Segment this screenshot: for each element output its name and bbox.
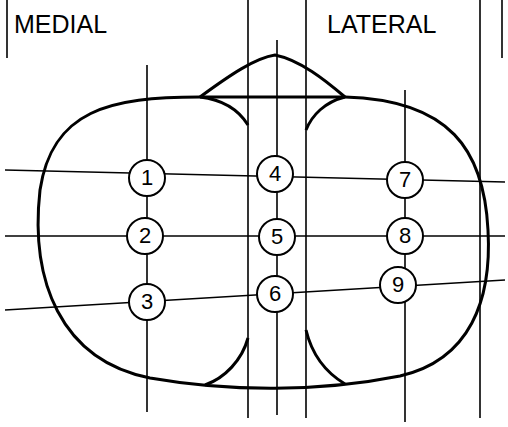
callout-number: 2 — [139, 225, 151, 247]
callout-number: 1 — [141, 167, 153, 189]
callout-circle: 9 — [379, 266, 417, 304]
side-label: MEDIAL — [12, 12, 109, 37]
callout-number: 3 — [141, 291, 153, 313]
callout-number: 5 — [271, 226, 283, 248]
callout-circle: 1 — [128, 159, 166, 197]
callout-circle: 3 — [128, 283, 166, 321]
callout-circle: 8 — [386, 217, 424, 255]
callout-number: 7 — [399, 169, 411, 191]
callout-circle: 4 — [256, 155, 294, 193]
callout-number: 8 — [399, 225, 411, 247]
callout-number: 4 — [269, 163, 281, 185]
callout-circle: 5 — [258, 218, 296, 256]
callout-circle: 6 — [256, 275, 294, 313]
callout-circle: 2 — [126, 217, 164, 255]
side-label: LATERAL — [325, 12, 438, 37]
callout-number: 9 — [392, 274, 404, 296]
callout-circle: 7 — [386, 161, 424, 199]
callout-number: 6 — [269, 283, 281, 305]
